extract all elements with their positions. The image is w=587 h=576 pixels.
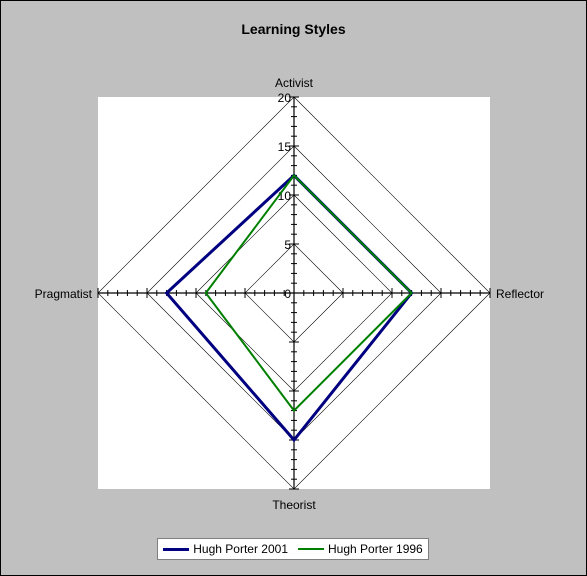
tick-label-5: 5	[284, 238, 291, 252]
legend-item-2: Hugh Porter 1996	[298, 542, 423, 556]
axis-label-theorist: Theorist	[272, 498, 316, 512]
legend: Hugh Porter 2001 Hugh Porter 1996	[157, 538, 429, 560]
legend-label-1: Hugh Porter 2001	[193, 542, 288, 556]
axis-label-reflector: Reflector	[496, 287, 544, 301]
legend-label-2: Hugh Porter 1996	[328, 542, 423, 556]
legend-swatch-2	[298, 548, 324, 550]
axis-label-activist: Activist	[275, 76, 314, 90]
legend-swatch-1	[163, 547, 190, 551]
series-line-2	[204, 173, 414, 413]
chart-title: Learning Styles	[241, 21, 346, 37]
legend-item-1: Hugh Porter 2001	[163, 542, 288, 556]
tick-label-20: 20	[278, 91, 292, 105]
axis-label-pragmatist: Pragmatist	[35, 287, 93, 301]
tick-label-15: 15	[278, 140, 292, 154]
tick-label-0: 0	[284, 287, 291, 301]
